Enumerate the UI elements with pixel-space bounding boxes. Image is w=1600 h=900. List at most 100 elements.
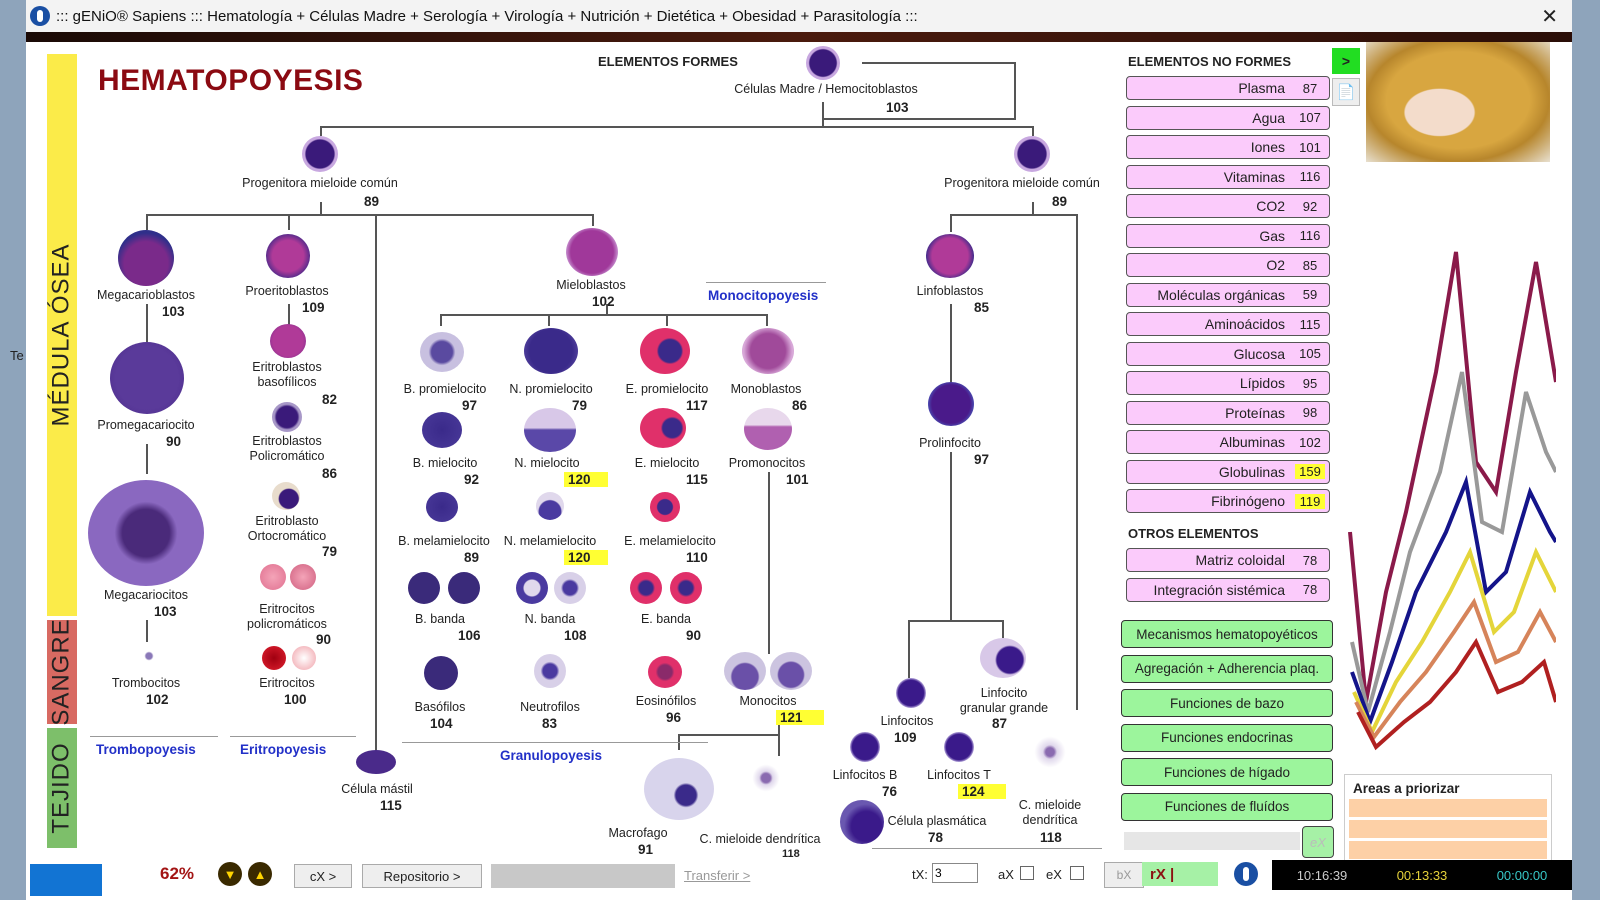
bx-button[interactable]: bX [1104,862,1144,888]
group-eritropoyesis[interactable]: Eritropoyesis [240,742,327,757]
node-monoblastos[interactable]: Monoblastos [730,382,802,396]
node-e-melamielocito[interactable]: E. melamielocito [624,534,716,548]
function-button[interactable]: Agregación + Adherencia plaq. [1121,654,1333,683]
node-proeritoblastos[interactable]: Proeritoblastos [245,284,329,298]
node-mieloblastos[interactable]: Mieloblastos [556,278,626,292]
node-n-promielocito[interactable]: N. promielocito [509,382,593,396]
node-e-promielocito[interactable]: E. promielocito [625,382,709,396]
node-linfoblastos[interactable]: Linfoblastos [916,284,984,298]
group-monocitopoyesis[interactable]: Monocitopoyesis [708,288,819,303]
function-button[interactable]: Mecanismos hematopoyéticos [1121,620,1333,648]
transferir-link[interactable]: Transferir > [684,868,751,883]
node-progenitor-right[interactable]: Progenitora mieloide común [944,176,1100,190]
ex-button[interactable]: eX [1302,826,1334,858]
node-eritrocitos[interactable]: Eritrocitos [259,676,315,690]
node-megacarioblastos[interactable]: Megacarioblastos [97,288,195,302]
node-promegacariocito[interactable]: Promegacariocito [97,418,195,432]
node-b-promielocito[interactable]: B. promielocito [403,382,487,396]
node-e-banda[interactable]: E. banda [640,612,692,626]
group-granulopoyesis[interactable]: Granulopoyesis [500,748,603,763]
node-eosinofilos[interactable]: Eosinófilos [635,694,697,708]
rx-field[interactable]: rX | [1142,862,1218,886]
value-progenitor-right: 89 [1052,194,1068,209]
section-title-no-formes: ELEMENTOS NO FORMES [1128,54,1291,69]
node-n-melamielocito[interactable]: N. melamielocito [503,534,597,548]
node-b-mielocito[interactable]: B. mielocito [412,456,478,470]
monocyte-icon [770,652,812,690]
node-celula-plasmatica[interactable]: Célula plasmática [887,814,987,828]
tx-stepper[interactable] [932,863,978,883]
node-trombocitos[interactable]: Trombocitos [111,676,181,690]
cx-button[interactable]: cX > [294,864,352,888]
group-trombopoyesis[interactable]: Trombopoyesis [96,742,196,757]
info-icon[interactable] [1234,862,1258,886]
node-linfocitos-b[interactable]: Linfocitos B [832,768,898,782]
node-progenitor-left[interactable]: Progenitora mieloide común [242,176,398,190]
function-button[interactable]: Funciones endocrinas [1121,723,1333,752]
node-monocitos[interactable]: Monocitos [739,694,797,708]
function-button[interactable]: Funciones de fluídos [1121,792,1333,821]
nonforme-name: Gas [1259,227,1285,244]
arrow-up-button[interactable]: ▲ [248,862,272,886]
window-title: ::: gENiO® Sapiens ::: Hematología + Cél… [56,7,918,25]
node-macrofago[interactable]: Macrofago [608,826,668,840]
node-c-mieloide-dendritica-left[interactable]: C. mieloide dendrítica [699,832,821,846]
area-slot[interactable] [1349,799,1547,817]
graph-line-5 [1354,597,1556,741]
node-n-mielocito[interactable]: N. mielocito [514,456,580,470]
arrow-down-button[interactable]: ▼ [218,862,242,886]
e-myelocyte-icon [640,408,686,448]
node-b-melamielocito[interactable]: B. melamielocito [398,534,490,548]
area-slot[interactable] [1349,841,1547,859]
node-e-mielocito[interactable]: E. mielocito [634,456,700,470]
area-slot[interactable] [1349,820,1547,838]
node-stem-cell[interactable]: Células Madre / Hemocitoblastos [734,82,918,96]
node-linfocitos[interactable]: Linfocitos [880,714,934,728]
node-prolinfocito[interactable]: Prolinfocito [919,436,981,450]
node-megacariocitos[interactable]: Megacariocitos [103,588,189,602]
document-icon[interactable]: 📄 [1332,78,1360,106]
node-celula-mastil[interactable]: Célula mástil [341,782,413,796]
node-neutrofilos[interactable]: Neutrofilos [520,700,580,714]
b-metamyelocyte-icon [426,492,458,522]
ax-checkbox[interactable] [1020,866,1034,880]
large-granular-lymphocyte-icon [980,638,1026,678]
node-basofilos[interactable]: Basófilos [414,700,466,714]
repositorio-button[interactable]: Repositorio > [362,864,482,888]
status-block [30,864,102,896]
clock-panel: 10:16:39 00:13:33 00:00:00 [1272,860,1572,890]
node-b-banda[interactable]: B. banda [414,612,466,626]
node-n-banda[interactable]: N. banda [524,612,576,626]
close-button[interactable]: ✕ [1541,6,1558,28]
function-button[interactable]: Funciones de hígado [1121,758,1333,786]
go-button[interactable]: > [1332,48,1360,74]
node-linfocitos-t[interactable]: Linfocitos T [927,768,991,782]
node-promonocitos[interactable]: Promonocitos [728,456,806,470]
function-button[interactable]: Funciones de bazo [1121,689,1333,717]
polychromatic-erythrocyte-icon [290,564,316,590]
ex-checkbox[interactable] [1070,866,1084,880]
